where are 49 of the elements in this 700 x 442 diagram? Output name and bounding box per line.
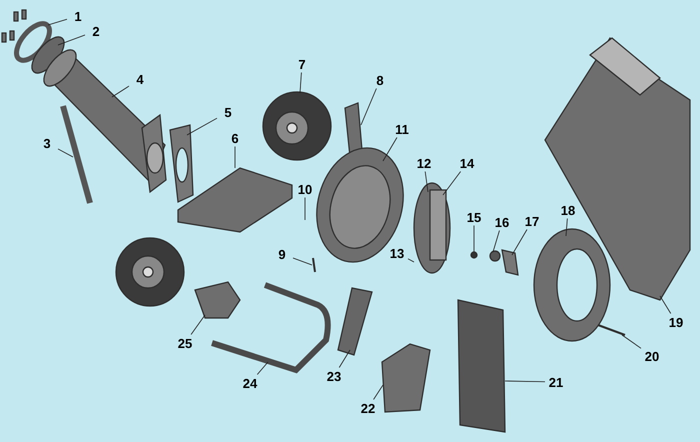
leader-line (186, 118, 218, 136)
leader-line (48, 18, 68, 26)
callout-number: 18 (560, 204, 576, 216)
callout-number: 21 (548, 376, 564, 388)
leader-line (373, 384, 384, 400)
callout-number: 22 (360, 402, 376, 414)
callout-number: 4 (136, 72, 144, 86)
leader-line (442, 171, 462, 196)
callout-number: 12 (416, 156, 432, 170)
callout-number: 5 (224, 106, 232, 118)
callout-number: 20 (644, 350, 660, 362)
callout-number: 23 (326, 370, 342, 382)
leader-line (256, 362, 268, 375)
leader-line (112, 86, 130, 98)
callout-number: 6 (231, 132, 239, 144)
leader-line (492, 230, 500, 252)
callout-number: 25 (178, 336, 192, 350)
leader-line (58, 148, 74, 158)
leader-line (338, 350, 350, 368)
leader-line (408, 258, 414, 262)
leader-line (304, 197, 306, 220)
callout-number: 11 (395, 122, 409, 136)
callout-number: 17 (524, 214, 540, 228)
leader-line (360, 88, 377, 126)
callout-number: 2 (92, 24, 100, 38)
leader-line (660, 296, 672, 314)
leader-line (292, 258, 312, 266)
leader-line (622, 334, 642, 349)
leader-line (300, 72, 302, 94)
leader-line (512, 229, 528, 256)
callout-number: 1 (74, 10, 82, 22)
callout-number: 24 (242, 376, 258, 390)
callout-number: 10 (298, 182, 312, 196)
leader-line (504, 380, 546, 382)
callout-number: 13 (390, 246, 404, 260)
callout-number: 15 (466, 210, 482, 224)
callout-number: 16 (494, 216, 510, 228)
callout-number: 19 (668, 316, 684, 328)
leader-line (190, 314, 206, 335)
leader-line (234, 146, 236, 168)
callout-number: 14 (460, 156, 474, 170)
leader-line (58, 34, 86, 46)
callout-number: 9 (278, 248, 286, 260)
leader-line (382, 137, 398, 162)
callout-number: 8 (376, 74, 384, 86)
leader-line (566, 218, 568, 236)
callout-number: 3 (43, 136, 51, 150)
leader-line (424, 171, 428, 192)
callout-number: 7 (298, 58, 306, 70)
